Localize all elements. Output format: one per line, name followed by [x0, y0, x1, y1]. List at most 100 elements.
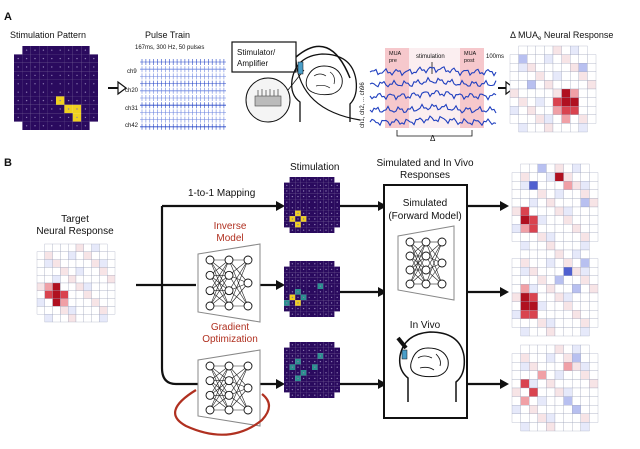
network-node [405, 251, 415, 261]
electrode-dot [291, 212, 294, 215]
electrode-dot [34, 66, 36, 68]
heat-cell [520, 172, 530, 182]
electrode-dot [330, 296, 333, 299]
electrode-dot [314, 179, 316, 181]
electrode-dot [286, 377, 288, 380]
electrode-dot [286, 355, 288, 357]
heat-cell [52, 275, 61, 284]
heat-cell [511, 232, 521, 242]
electrode-dot [302, 296, 305, 299]
heat-cell [91, 290, 100, 299]
heat-cell [520, 327, 530, 337]
electrode-dot [308, 223, 310, 226]
electrode-dot [291, 383, 294, 385]
heat-cell [107, 259, 116, 268]
heat-cell [570, 63, 579, 72]
heat-cell [511, 189, 521, 199]
electrode-dot [336, 377, 338, 380]
electrode-dot [302, 383, 305, 385]
electrode-dot [59, 116, 61, 119]
heat-cell [537, 405, 547, 414]
heat-cell [518, 123, 528, 133]
mua-pre-label-2: pre [389, 58, 397, 64]
simulated-line2: (Forward Model) [388, 211, 461, 222]
heat-cell [518, 80, 528, 90]
electrode-dot [297, 218, 299, 220]
heat-cell [589, 284, 599, 294]
electrode-dot [308, 377, 310, 380]
heat-cell [589, 224, 599, 233]
electrode-dot [297, 394, 299, 396]
electrode-dot [325, 313, 327, 315]
heat-cell [554, 181, 564, 190]
electrode-dot [51, 116, 53, 119]
heat-cell [580, 224, 590, 233]
electrode-dot [297, 223, 299, 226]
heat-cell [83, 251, 92, 260]
heat-cell [509, 80, 519, 90]
heat-cell [580, 249, 590, 259]
electrode-dot [314, 366, 316, 368]
electrode-dot [93, 116, 95, 119]
heat-cell [520, 284, 530, 294]
heat-cell [511, 267, 521, 276]
mua-post-window [460, 48, 484, 128]
heat-cell [537, 232, 547, 242]
heat-cell [529, 284, 538, 294]
electrode-dot [330, 201, 333, 203]
electrode-dot [297, 366, 299, 368]
heat-cell [587, 63, 597, 72]
electrode-dot [336, 302, 338, 304]
delta-bracket [396, 130, 473, 137]
heat-cell [509, 63, 519, 72]
electrode-dot [325, 383, 327, 385]
electrode-dot [297, 195, 299, 198]
implant-icon-a [297, 61, 304, 75]
heat-cell [587, 80, 597, 90]
electrode-dot [336, 201, 338, 203]
heat-cell [572, 206, 581, 216]
heat-cell [563, 310, 573, 319]
heat-cell [527, 80, 536, 90]
heat-cell [52, 243, 61, 252]
heat-cell [561, 54, 571, 64]
electrode-dot [319, 291, 322, 293]
gradient-loop [174, 389, 271, 436]
heat-cell [518, 106, 528, 115]
heat-cell [518, 114, 528, 124]
electrode-dot [319, 195, 322, 198]
heat-cell [520, 405, 530, 414]
heat-cell [529, 215, 538, 225]
electrode-dot [302, 349, 305, 352]
mua-pre-label-1: MUA [389, 51, 402, 57]
heat-cell [554, 387, 564, 397]
heat-cell [68, 259, 77, 268]
heat-cell [511, 413, 521, 423]
electrode-dot [286, 285, 288, 287]
electrode-dot [59, 66, 61, 68]
electrode-dot [286, 190, 288, 192]
electrode-dot [336, 349, 338, 352]
electrode-dot [308, 291, 310, 293]
heat-cell [520, 318, 530, 328]
network-edge [228, 365, 249, 389]
network-node [205, 361, 215, 371]
response-heatmap-1 [511, 163, 599, 251]
electrode-dot [319, 307, 322, 310]
heat-cell [529, 327, 538, 337]
electrode-dot [319, 218, 322, 220]
electrode-dot [314, 184, 316, 187]
network-edge [209, 259, 230, 291]
electrode-dot [51, 74, 53, 77]
heat-cell [99, 282, 108, 291]
heat-cell [529, 310, 538, 319]
electrode-dot [325, 263, 327, 265]
heat-cell [570, 114, 579, 124]
heat-cell [537, 301, 547, 311]
heat-cell [544, 54, 554, 64]
electrode-dot [291, 307, 294, 310]
electrode-dot [330, 207, 333, 209]
electrode-dot [84, 57, 87, 60]
electrode-dot [302, 355, 305, 357]
electrode-dot [291, 349, 294, 352]
